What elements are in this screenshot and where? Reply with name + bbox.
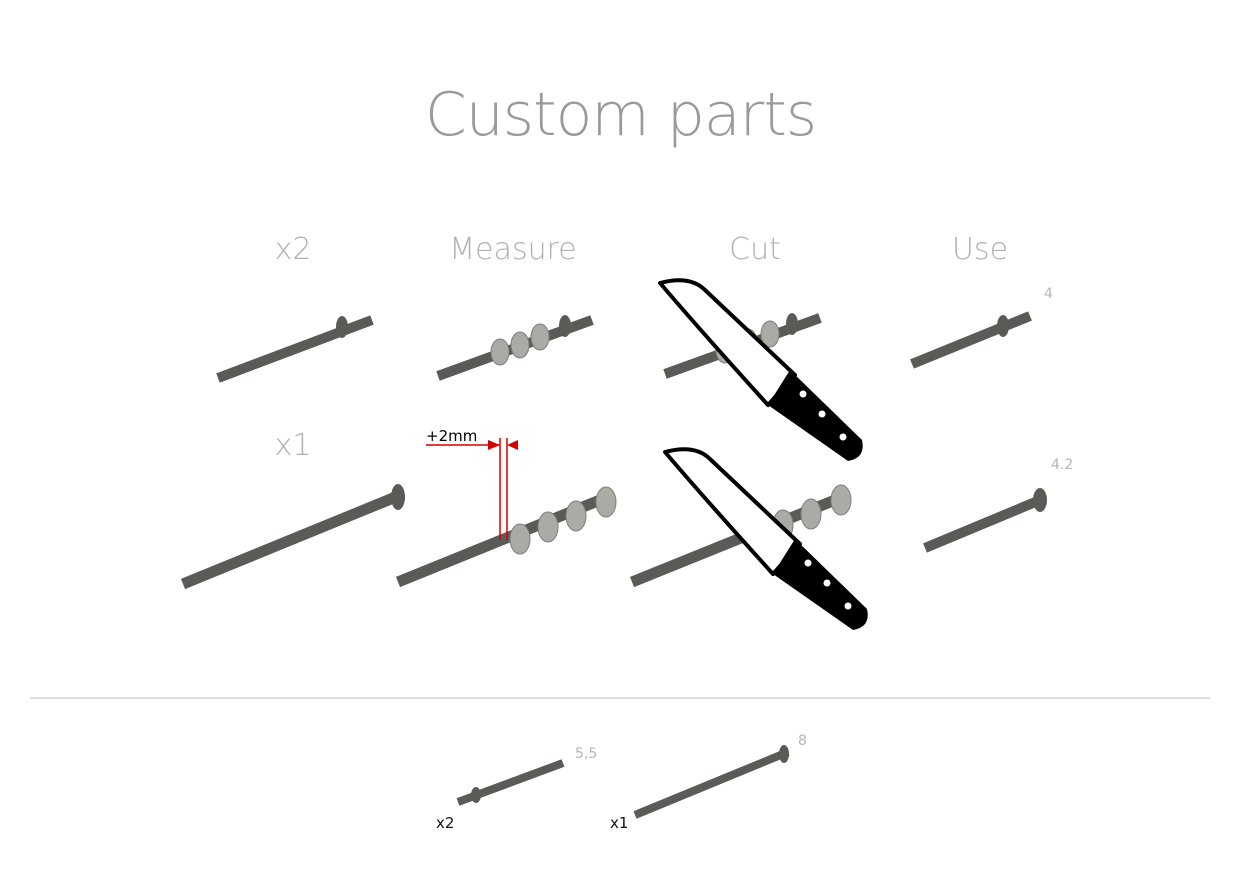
knife-icon — [663, 447, 870, 632]
row2-quantity-label: x1 — [274, 428, 312, 463]
page-title: Custom parts — [424, 80, 817, 150]
axle-row2-use — [923, 493, 1047, 553]
step-cut-label: Cut — [729, 232, 781, 267]
dimension-marker — [426, 438, 518, 540]
use-length-1: 4 — [1044, 286, 1053, 302]
step-measure-label: Measure — [449, 232, 577, 267]
use-length-2: 4.2 — [1051, 457, 1074, 473]
result-length-1: 5,5 — [575, 746, 598, 762]
step-quantity-label: x2 — [274, 232, 312, 267]
axle-row1-use — [910, 311, 1032, 369]
measure-note: +2mm — [426, 427, 478, 445]
axle-row2-raw — [180, 488, 406, 590]
result-length-2: 8 — [798, 733, 807, 749]
result-axle-2 — [633, 748, 790, 819]
axle-row1-raw — [216, 315, 374, 383]
result-qty-2: x1 — [610, 814, 629, 832]
result-qty-1: x2 — [436, 814, 455, 832]
knife-icon — [658, 278, 865, 463]
step-use-label: Use — [951, 232, 1009, 267]
